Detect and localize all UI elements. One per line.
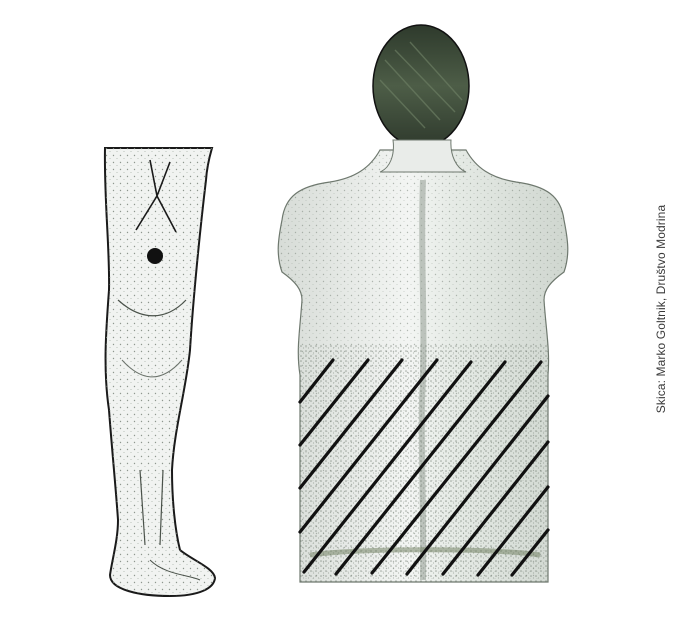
point-marker-icon xyxy=(147,248,163,264)
image-credit: Skica: Marko Goltnik, Društvo Modrina xyxy=(654,205,668,413)
leg-illustration xyxy=(105,148,215,596)
head xyxy=(373,25,469,147)
torso-illustration xyxy=(278,25,568,582)
